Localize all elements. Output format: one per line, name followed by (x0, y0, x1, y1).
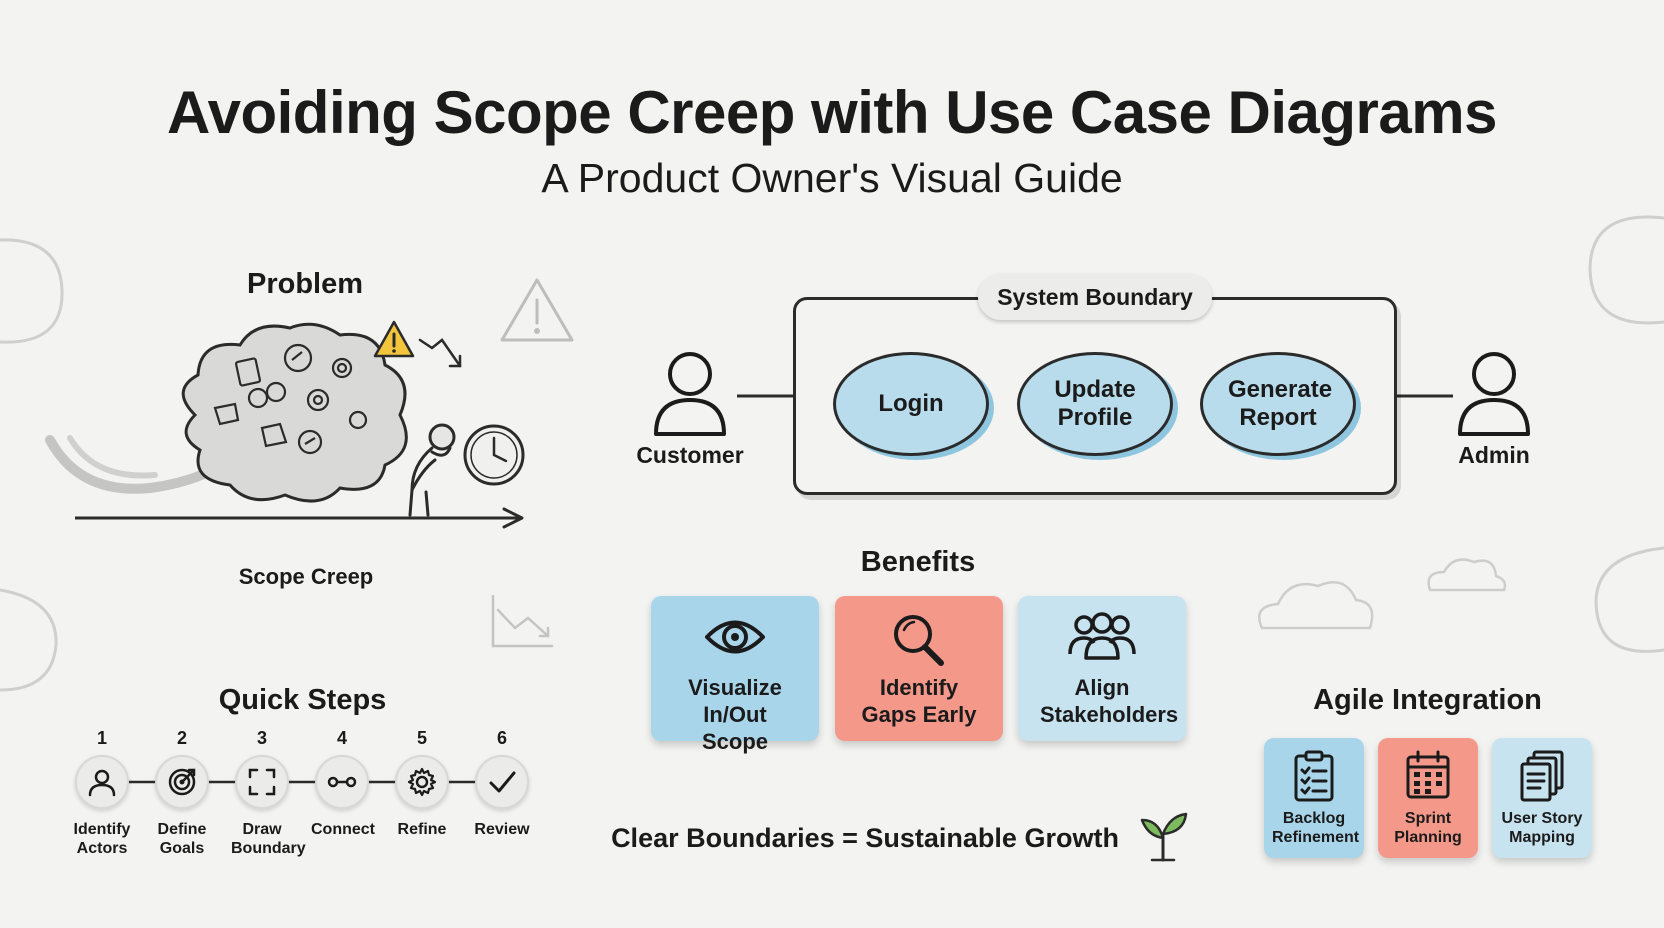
clipboard-icon (1294, 750, 1334, 802)
scope-creep-label: Scope Creep (238, 564, 374, 589)
step-label: Connect (311, 821, 375, 838)
page-title: Avoiding Scope Creep with Use Case Diagr… (167, 79, 1498, 146)
page-subtitle: A Product Owner's Visual Guide (541, 155, 1123, 201)
benefit-card-align: Align Stakeholders (1018, 596, 1186, 741)
people-icon (1068, 612, 1136, 660)
use-case-label: Update Profile (1054, 376, 1136, 431)
agile-label: Sprint Planning (1394, 810, 1462, 846)
step-circle (395, 755, 449, 809)
frame-icon (248, 768, 276, 796)
step-label: Refine (397, 821, 447, 838)
problem-heading: Problem (246, 268, 364, 300)
step-number: 1 (96, 728, 107, 748)
admin-actor-icon (1458, 352, 1530, 436)
agile-card-sprint: Sprint Planning (1378, 738, 1478, 858)
cloud-icon (1258, 558, 1507, 630)
use-case-generate-report: Generate Report (1200, 352, 1356, 456)
sprout-icon (1140, 812, 1188, 862)
step-number: 5 (416, 728, 427, 748)
agile-card-backlog: Backlog Refinement (1264, 738, 1364, 858)
faint-warning-icon (500, 278, 574, 342)
step-number: 6 (496, 728, 507, 748)
target-icon (168, 768, 196, 796)
magnifier-icon (894, 615, 944, 666)
step-label: Draw Boundary (231, 821, 306, 857)
step-number: 4 (336, 728, 347, 748)
eye-icon (705, 620, 765, 654)
agile-heading: Agile Integration (1313, 684, 1542, 716)
agile-card-story-mapping: User Story Mapping (1492, 738, 1592, 858)
step-circle (315, 755, 369, 809)
use-case-label: Generate Report (1228, 376, 1333, 431)
warning-icon (373, 320, 415, 358)
system-boundary-label: System Boundary (978, 274, 1212, 320)
benefit-label: Visualize In/Out Scope (688, 675, 782, 754)
step-circle (235, 755, 289, 809)
scope-creep-illustration (45, 320, 525, 529)
step-label: Review (474, 821, 530, 838)
person-icon (88, 769, 116, 797)
gear-icon (407, 767, 437, 797)
step-number: 2 (176, 728, 187, 748)
step-circle (155, 755, 209, 809)
quick-steps-heading: Quick Steps (218, 684, 387, 716)
tagline: Clear Boundaries = Sustainable Growth (611, 823, 1119, 853)
actor-customer-label: Customer (636, 442, 744, 468)
benefit-label: Align Stakeholders (1040, 675, 1179, 727)
benefit-label: Identify Gaps Early (861, 675, 977, 727)
faint-downtrend-icon (491, 594, 554, 648)
use-case-update-profile: Update Profile (1017, 352, 1173, 456)
step-number: 3 (256, 728, 267, 748)
agile-label: User Story Mapping (1501, 810, 1583, 846)
benefit-card-visualize: Visualize In/Out Scope (651, 596, 819, 754)
actor-admin-label: Admin (1458, 442, 1530, 468)
use-case-login: Login (833, 352, 989, 456)
calendar-icon (1406, 750, 1450, 799)
step-circle (475, 755, 529, 809)
link-icon (327, 776, 357, 788)
documents-icon (1520, 750, 1564, 802)
check-icon (489, 771, 516, 793)
step-label: Define Goals (157, 821, 207, 857)
agile-label: Backlog Refinement (1272, 810, 1360, 846)
step-circle (75, 755, 129, 809)
stressed-person-icon (408, 423, 456, 517)
use-case-label: Login (878, 390, 944, 417)
step-label: Identify Actors (73, 821, 131, 857)
customer-actor-icon (654, 352, 726, 436)
down-arrow-icon (418, 338, 462, 368)
clock-icon (463, 424, 525, 486)
benefit-card-gaps: Identify Gaps Early (835, 596, 1003, 741)
benefits-heading: Benefits (860, 546, 976, 578)
